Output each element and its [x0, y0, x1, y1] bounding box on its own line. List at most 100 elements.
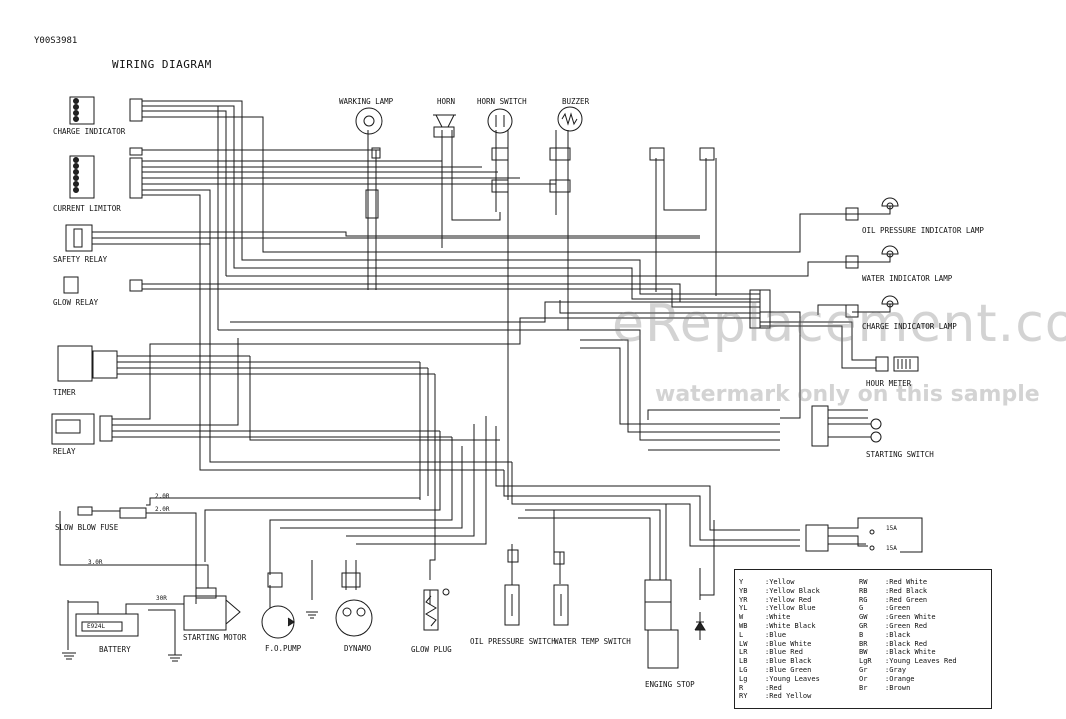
glow-relay-box [63, 276, 143, 294]
fo-pump-label: F.O.PUMP [265, 644, 302, 653]
legend-code: Lg [739, 674, 748, 683]
legend-color-name: :Young Leaves [765, 674, 820, 683]
legend-code: Gr [859, 665, 868, 674]
legend-code: L [739, 630, 744, 639]
wire-label-fuse: 2.0R [155, 506, 170, 513]
legend-color-name: :Young Leaves Red [885, 657, 957, 666]
legend-color-name: :Orange [885, 674, 915, 683]
legend-color-name: :Blue Red [765, 648, 803, 657]
harness-horizontal-wires [92, 100, 852, 451]
legend-entry: Br:Brown [859, 684, 957, 693]
legend-entry: Y:Yellow [739, 578, 820, 587]
water-indicator-lamp-symbol [845, 245, 899, 269]
starting-switch-connector [811, 405, 882, 447]
legend-color-name: :Red Black [885, 586, 928, 595]
charge-indicator-label: CHARGE INDICATOR [53, 127, 126, 136]
water-indicator-lamp-label: WATER INDICATOR LAMP [862, 274, 953, 283]
enging-stop-label: ENGING STOP [645, 680, 695, 689]
slow-blow-fuse-label: SLOW BLOW FUSE [55, 523, 119, 532]
oil-pressure-indicator-lamp-symbol [845, 197, 899, 221]
legend-color-name: :Green Red [885, 621, 928, 630]
fuse-15a-block [805, 517, 923, 553]
legend-color-name: :Blue Black [765, 657, 812, 666]
legend-code: Br [859, 683, 868, 692]
legend-entry: LW :Blue White [739, 640, 820, 649]
wire-label-3r: 3.0R [88, 559, 103, 566]
starting-switch-label: STARTING SWITCH [866, 450, 934, 459]
legend-color-name: :Black [885, 630, 911, 639]
legend-code: Or [859, 674, 868, 683]
legend-entry: RB :Red Black [859, 587, 957, 596]
legend-code: RB [859, 586, 868, 595]
legend-entry: WB:White Black [739, 622, 820, 631]
current-limitor-label: CURRENT LIMITOR [53, 204, 121, 213]
legend-color-name: :Red Yellow [765, 692, 812, 701]
safety-relay-connector [65, 224, 93, 252]
enging-stop-symbol [644, 579, 706, 669]
legend-entry: L :Blue [739, 631, 820, 640]
legend-entry: G:Green [859, 604, 957, 613]
legend-color-name: :White [765, 613, 791, 622]
legend-entry: RY :Red Yellow [739, 692, 820, 701]
watermark-logo: eReplacement.com [612, 294, 1066, 354]
legend-entry: GW:Green White [859, 613, 957, 622]
legend-entry: BR:Black Red [859, 640, 957, 649]
legend-color-name: :Blue Green [765, 665, 812, 674]
timer-label: TIMER [53, 388, 76, 397]
legend-entry: R:Red [739, 684, 820, 693]
fuse-15a-label-2: 15A [886, 545, 897, 552]
charge-indicator-connector [69, 96, 143, 125]
legend-entry: LB:Blue Black [739, 657, 820, 666]
legend-entry: YB:Yellow Black [739, 587, 820, 596]
legend-code: BR [859, 639, 868, 648]
legend-code: LG [739, 665, 748, 674]
legend-entry: YR:Yellow Red [739, 596, 820, 605]
starting-motor-symbol [183, 587, 241, 631]
legend-code: YR [739, 595, 748, 604]
oil-pressure-switch-label: OIL PRESSURE SWITCH [470, 637, 556, 646]
legend-color-name: :Yellow [765, 578, 795, 586]
legend-code: WB [739, 621, 748, 630]
relay-box [51, 413, 113, 445]
legend-entry: LG :Blue Green [739, 666, 820, 675]
legend-code: GR [859, 621, 868, 630]
legend-code: LW [739, 639, 748, 648]
warking-lamp-symbol [355, 107, 383, 219]
legend-entry: BW:Black White [859, 648, 957, 657]
document-code: Y00S3981 [34, 36, 78, 46]
timer-box [57, 345, 118, 382]
legend-entry: B :Black [859, 631, 957, 640]
central-connector-block [749, 289, 771, 329]
oil-pressure-switch-symbol [504, 549, 520, 626]
top-right-connectors [649, 147, 715, 161]
safety-relay-label: SAFETY RELAY [53, 255, 108, 264]
legend-entry: W:White [739, 613, 820, 622]
horn-label: HORN [437, 97, 456, 106]
legend-entry: Or :Orange [859, 675, 957, 684]
fo-pump-symbol [261, 572, 295, 639]
legend-entry: YL :Yellow Blue [739, 604, 820, 613]
warking-lamp-label: WARKING LAMP [339, 97, 394, 106]
battery-type-label: E924L [87, 623, 106, 630]
oil-pressure-indicator-lamp-label: OIL PRESSURE INDICATOR LAMP [862, 226, 984, 235]
horn-symbol [433, 114, 456, 138]
horn-switch-label: HORN SWITCH [477, 97, 527, 106]
legend-color-name: :Blue White [765, 639, 812, 648]
legend-code: GW [859, 613, 868, 622]
legend-code: YL [739, 604, 748, 613]
legend-code: YB [739, 586, 748, 595]
legend-code: RY [739, 692, 748, 701]
legend-entry: Lg :Young Leaves [739, 675, 820, 684]
legend-code: B [859, 630, 864, 639]
wire-label-2r: 2.0R [155, 493, 170, 500]
watermark-note: watermark only on this sample [655, 382, 1040, 407]
legend-color-name: :Red White [885, 578, 928, 586]
legend-color-name: :Yellow Blue [765, 604, 816, 613]
legend-code: LR [739, 648, 748, 657]
current-limitor-connector [69, 147, 143, 199]
diagram-title: WIRING DIAGRAM [112, 58, 212, 71]
legend-color-name: :Gray [885, 665, 907, 674]
legend-color-name: :Blue [765, 630, 787, 639]
wire-label-30r: 30R [156, 595, 167, 602]
legend-entry: LR :Blue Red [739, 648, 820, 657]
